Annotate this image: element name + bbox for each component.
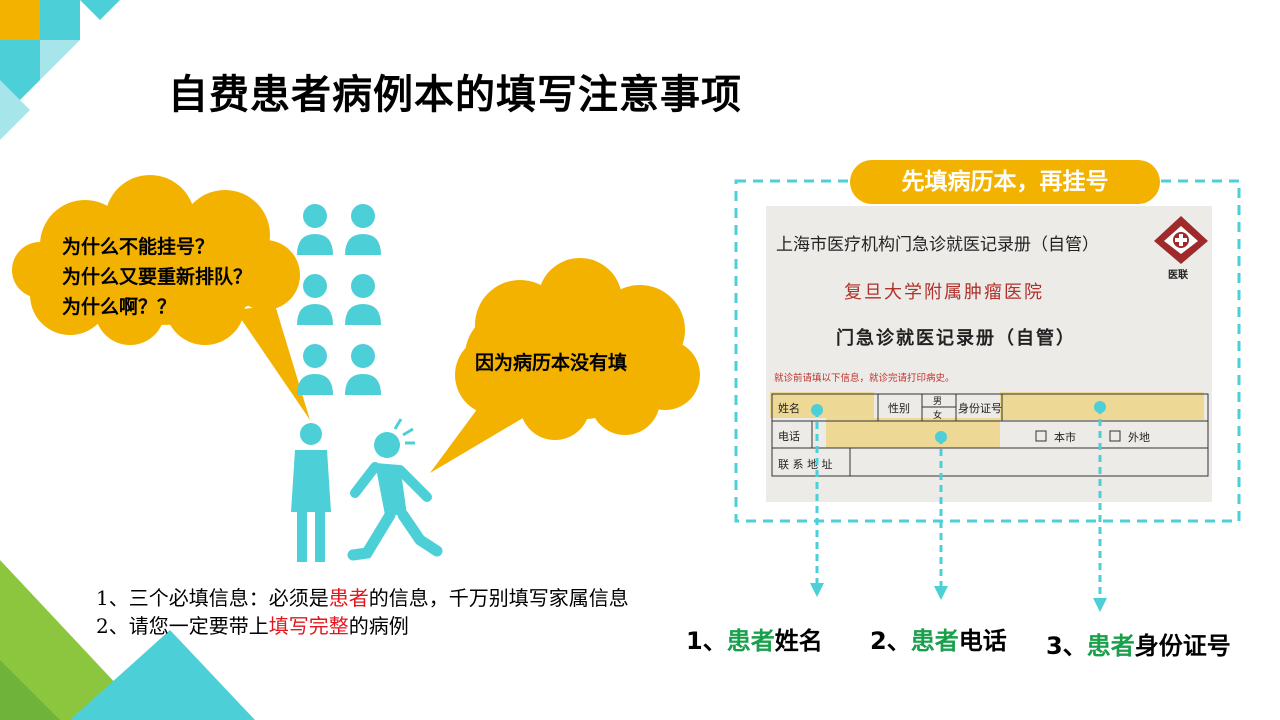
highlight-name xyxy=(770,392,874,418)
speech-cloud-questions xyxy=(12,175,310,420)
cloud-answer-text: 因为病历本没有填 xyxy=(475,352,628,374)
question-line: 为什么又要重新排队？ xyxy=(62,266,253,288)
corner-decoration-bottom-left xyxy=(0,560,255,720)
callout-patient-id: 3、患者身份证号 xyxy=(1046,632,1231,660)
field-male-label: 男 xyxy=(933,397,943,407)
form-dashed-frame xyxy=(734,179,1241,523)
field-address-label: 联 系 地 址 xyxy=(778,458,833,471)
corner-decoration-top-left xyxy=(0,0,120,140)
highlight-phone xyxy=(826,418,1000,448)
speech-cloud-answer xyxy=(430,258,700,473)
queue-people-icon xyxy=(297,204,381,395)
question-line: 为什么不能挂号？ xyxy=(62,236,215,258)
instruction-notes: 1、三个必填信息：必须是患者的信息，千万别填写家属信息 2、请您一定要带上填写完… xyxy=(96,584,629,640)
field-female-label: 女 xyxy=(933,411,943,421)
note-highlight: 填写完整 xyxy=(268,614,349,638)
question-line: 为什么啊？？ xyxy=(62,296,177,318)
callout-patient-phone: 2、患者电话 xyxy=(870,627,1007,655)
medical-record-form-photo: 上海市医疗机构门急诊就医记录册（自管） 医联 复旦大学附属肿瘤医院 门急诊就医记… xyxy=(766,206,1212,502)
woman-icon xyxy=(291,423,331,562)
record-book-title: 门急诊就医记录册（自管） xyxy=(836,328,1076,349)
logo-label: 医联 xyxy=(1168,270,1188,281)
form-notice: 就诊前请填以下信息，就诊完请打印病史。 xyxy=(774,373,955,384)
form-table-grid xyxy=(771,393,1209,477)
field-name-label: 姓名 xyxy=(778,402,800,415)
banner-fill-first: 先填病历本，再挂号 xyxy=(850,160,1160,204)
note-line-2: 2、请您一定要带上填写完整的病例 xyxy=(96,614,409,638)
running-man-icon xyxy=(347,418,443,561)
field-nonlocal-label: 外地 xyxy=(1128,431,1150,444)
field-gender-label: 性别 xyxy=(888,402,910,415)
cloud-questions-text: 为什么不能挂号？ 为什么又要重新排队？ 为什么啊？？ xyxy=(62,232,252,322)
callout-patient-name: 1、患者姓名 xyxy=(686,627,823,655)
field-phone-label: 电话 xyxy=(778,430,800,443)
hospital-name: 复旦大学附属肿瘤医院 xyxy=(844,282,1044,303)
form-header: 上海市医疗机构门急诊就医记录册（自管） xyxy=(776,235,1099,255)
note-highlight: 患者 xyxy=(328,586,369,610)
note-line-1: 1、三个必填信息：必须是患者的信息，千万别填写家属信息 xyxy=(96,586,629,610)
yilian-logo-icon xyxy=(1154,216,1208,264)
page-title: 自费患者病例本的填写注意事项 xyxy=(168,72,742,118)
field-id-label: 身份证号 xyxy=(958,402,1002,415)
field-local-label: 本市 xyxy=(1054,431,1076,444)
